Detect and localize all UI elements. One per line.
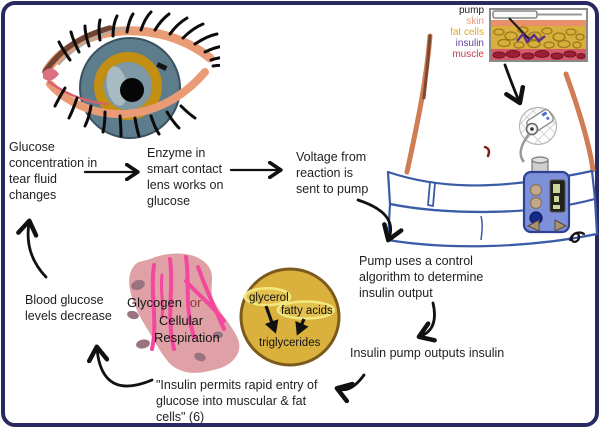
- cannula-needle: [508, 17, 530, 40]
- tissue-body: [129, 253, 240, 373]
- legend-label-pump: pump: [458, 5, 484, 16]
- signature-squiggle: [568, 231, 586, 243]
- glycerol-to-triglycerides-arrow: [264, 305, 279, 334]
- legend: pump skin fat cells insulin muscle: [416, 5, 484, 61]
- insulin-quote: "Insulin permits rapid entry of glucose …: [156, 378, 318, 424]
- respiration-label: Respiration: [154, 330, 220, 345]
- insulin-pump-device: [522, 156, 571, 234]
- legend-label-muscle: muscle: [452, 48, 484, 60]
- belt-loop: [427, 181, 436, 207]
- legend-label-insulin: insulin: [455, 37, 484, 49]
- pupil: [120, 78, 144, 102]
- infusion-set-patch: [518, 106, 558, 146]
- pump-arrow-left-button: [526, 219, 540, 232]
- step-algorithm: Pump uses a control algorithm to determi…: [359, 254, 484, 300]
- eyelashes: [53, 10, 220, 138]
- pump-button: [529, 196, 543, 210]
- triglycerides-label: triglycerides: [259, 337, 321, 349]
- fatty-acids-highlight: [276, 300, 336, 320]
- eye-iris: [79, 37, 181, 139]
- insulin-zigzag: [516, 31, 546, 45]
- fat-cell-blobs: [493, 26, 585, 49]
- pump-button: [529, 183, 543, 197]
- tissue-label-line1: Glycogen or: [127, 295, 201, 310]
- fatty-acids-label: fatty acids: [281, 305, 333, 317]
- legend-label-skin: skin: [466, 15, 484, 27]
- glycerol-label: glycerol: [249, 292, 289, 304]
- step-voltage: Voltage from reaction is sent to pump: [296, 150, 369, 196]
- body-illustration: [386, 33, 599, 248]
- fattyacids-to-triglycerides-arrow: [295, 318, 309, 336]
- lens-sensor-chip: [156, 62, 168, 71]
- step-pump-output: Insulin pump outputs insulin: [350, 346, 505, 360]
- pump-device-top: [492, 10, 538, 19]
- step-enzyme: Enzyme in smart contact lens works on gl…: [147, 146, 224, 208]
- cellular-label: Cellular: [159, 313, 204, 328]
- pump-arrow-right-button: [554, 219, 568, 232]
- or-label: or: [189, 295, 202, 310]
- torso-contours: [404, 33, 596, 175]
- eye-lids: [42, 25, 215, 118]
- step-blood-glucose: Blood glucose levels decrease: [25, 293, 112, 323]
- navel: [483, 145, 491, 158]
- skin-layer: [491, 20, 586, 26]
- tear-duct: [43, 68, 59, 81]
- skin-cross-section-illustration: [489, 8, 588, 62]
- muscle-tissue-illustration: [127, 253, 240, 373]
- eye-illustration: [42, 10, 220, 139]
- muscle-fibers: [150, 255, 226, 351]
- pump-cap: [531, 156, 549, 164]
- muscle-blobs: [492, 50, 586, 60]
- fat-cell-illustration: [239, 267, 341, 367]
- glycogen-label: Glycogen: [127, 295, 182, 310]
- legend-label-fatcells: fat cells: [450, 26, 484, 38]
- tissue-nuclei: [127, 279, 223, 362]
- glycerol-highlight: [243, 286, 292, 307]
- insulin-tube: [519, 133, 531, 163]
- step-tear-fluid: Glucose concentration in tear fluid chan…: [9, 140, 98, 202]
